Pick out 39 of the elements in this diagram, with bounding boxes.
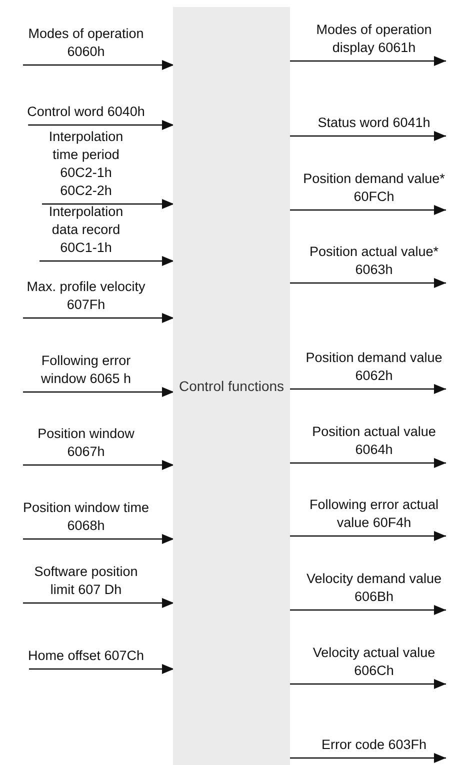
arrow xyxy=(289,56,446,66)
arrow xyxy=(289,753,446,763)
arrow xyxy=(23,60,174,70)
control-block: Control functions xyxy=(173,7,290,765)
signal-label: Software position limit 607 Dh xyxy=(22,563,150,606)
signal-label: Position actual value* 6063h xyxy=(301,243,447,286)
signal-label: Control word 6040h xyxy=(27,103,145,128)
signal-label: Velocity demand value 606Bh xyxy=(301,570,447,613)
arrow xyxy=(23,313,174,323)
signal-label: Home offset 607Ch xyxy=(28,647,144,672)
signal-label: Modes of operation 6060h xyxy=(22,25,150,68)
arrow xyxy=(23,598,174,608)
arrow xyxy=(42,199,174,209)
signal-label: Position window 6067h xyxy=(22,425,150,468)
signal-label: Status word 6041h xyxy=(301,114,447,139)
signal-label: Position demand value 6062h xyxy=(301,349,447,392)
arrow xyxy=(40,256,174,266)
arrow xyxy=(23,460,174,470)
arrow xyxy=(23,387,174,397)
arrow xyxy=(289,605,446,615)
signal-label: Modes of operation display 6061h xyxy=(301,21,447,64)
signal-label: Position demand value* 60FCh xyxy=(301,170,447,213)
arrow xyxy=(28,664,174,674)
arrow xyxy=(28,120,174,130)
signal-label: Max. profile velocity 607Fh xyxy=(22,278,150,321)
signal-label: Following error actual value 60F4h xyxy=(301,496,447,539)
arrow xyxy=(289,205,446,215)
arrow xyxy=(289,458,446,468)
arrow xyxy=(289,531,446,541)
arrow xyxy=(289,679,446,689)
signal-label: Position actual value 6064h xyxy=(301,423,447,466)
arrow xyxy=(289,384,446,394)
signal-label: Position window time 6068h xyxy=(22,499,150,542)
arrow xyxy=(289,278,446,288)
signal-label: Error code 603Fh xyxy=(301,736,447,761)
arrow xyxy=(289,131,446,141)
signal-label: Following error window 6065 h xyxy=(22,352,150,395)
signal-label: Velocity actual value 606Ch xyxy=(301,644,447,687)
arrow xyxy=(23,534,174,544)
